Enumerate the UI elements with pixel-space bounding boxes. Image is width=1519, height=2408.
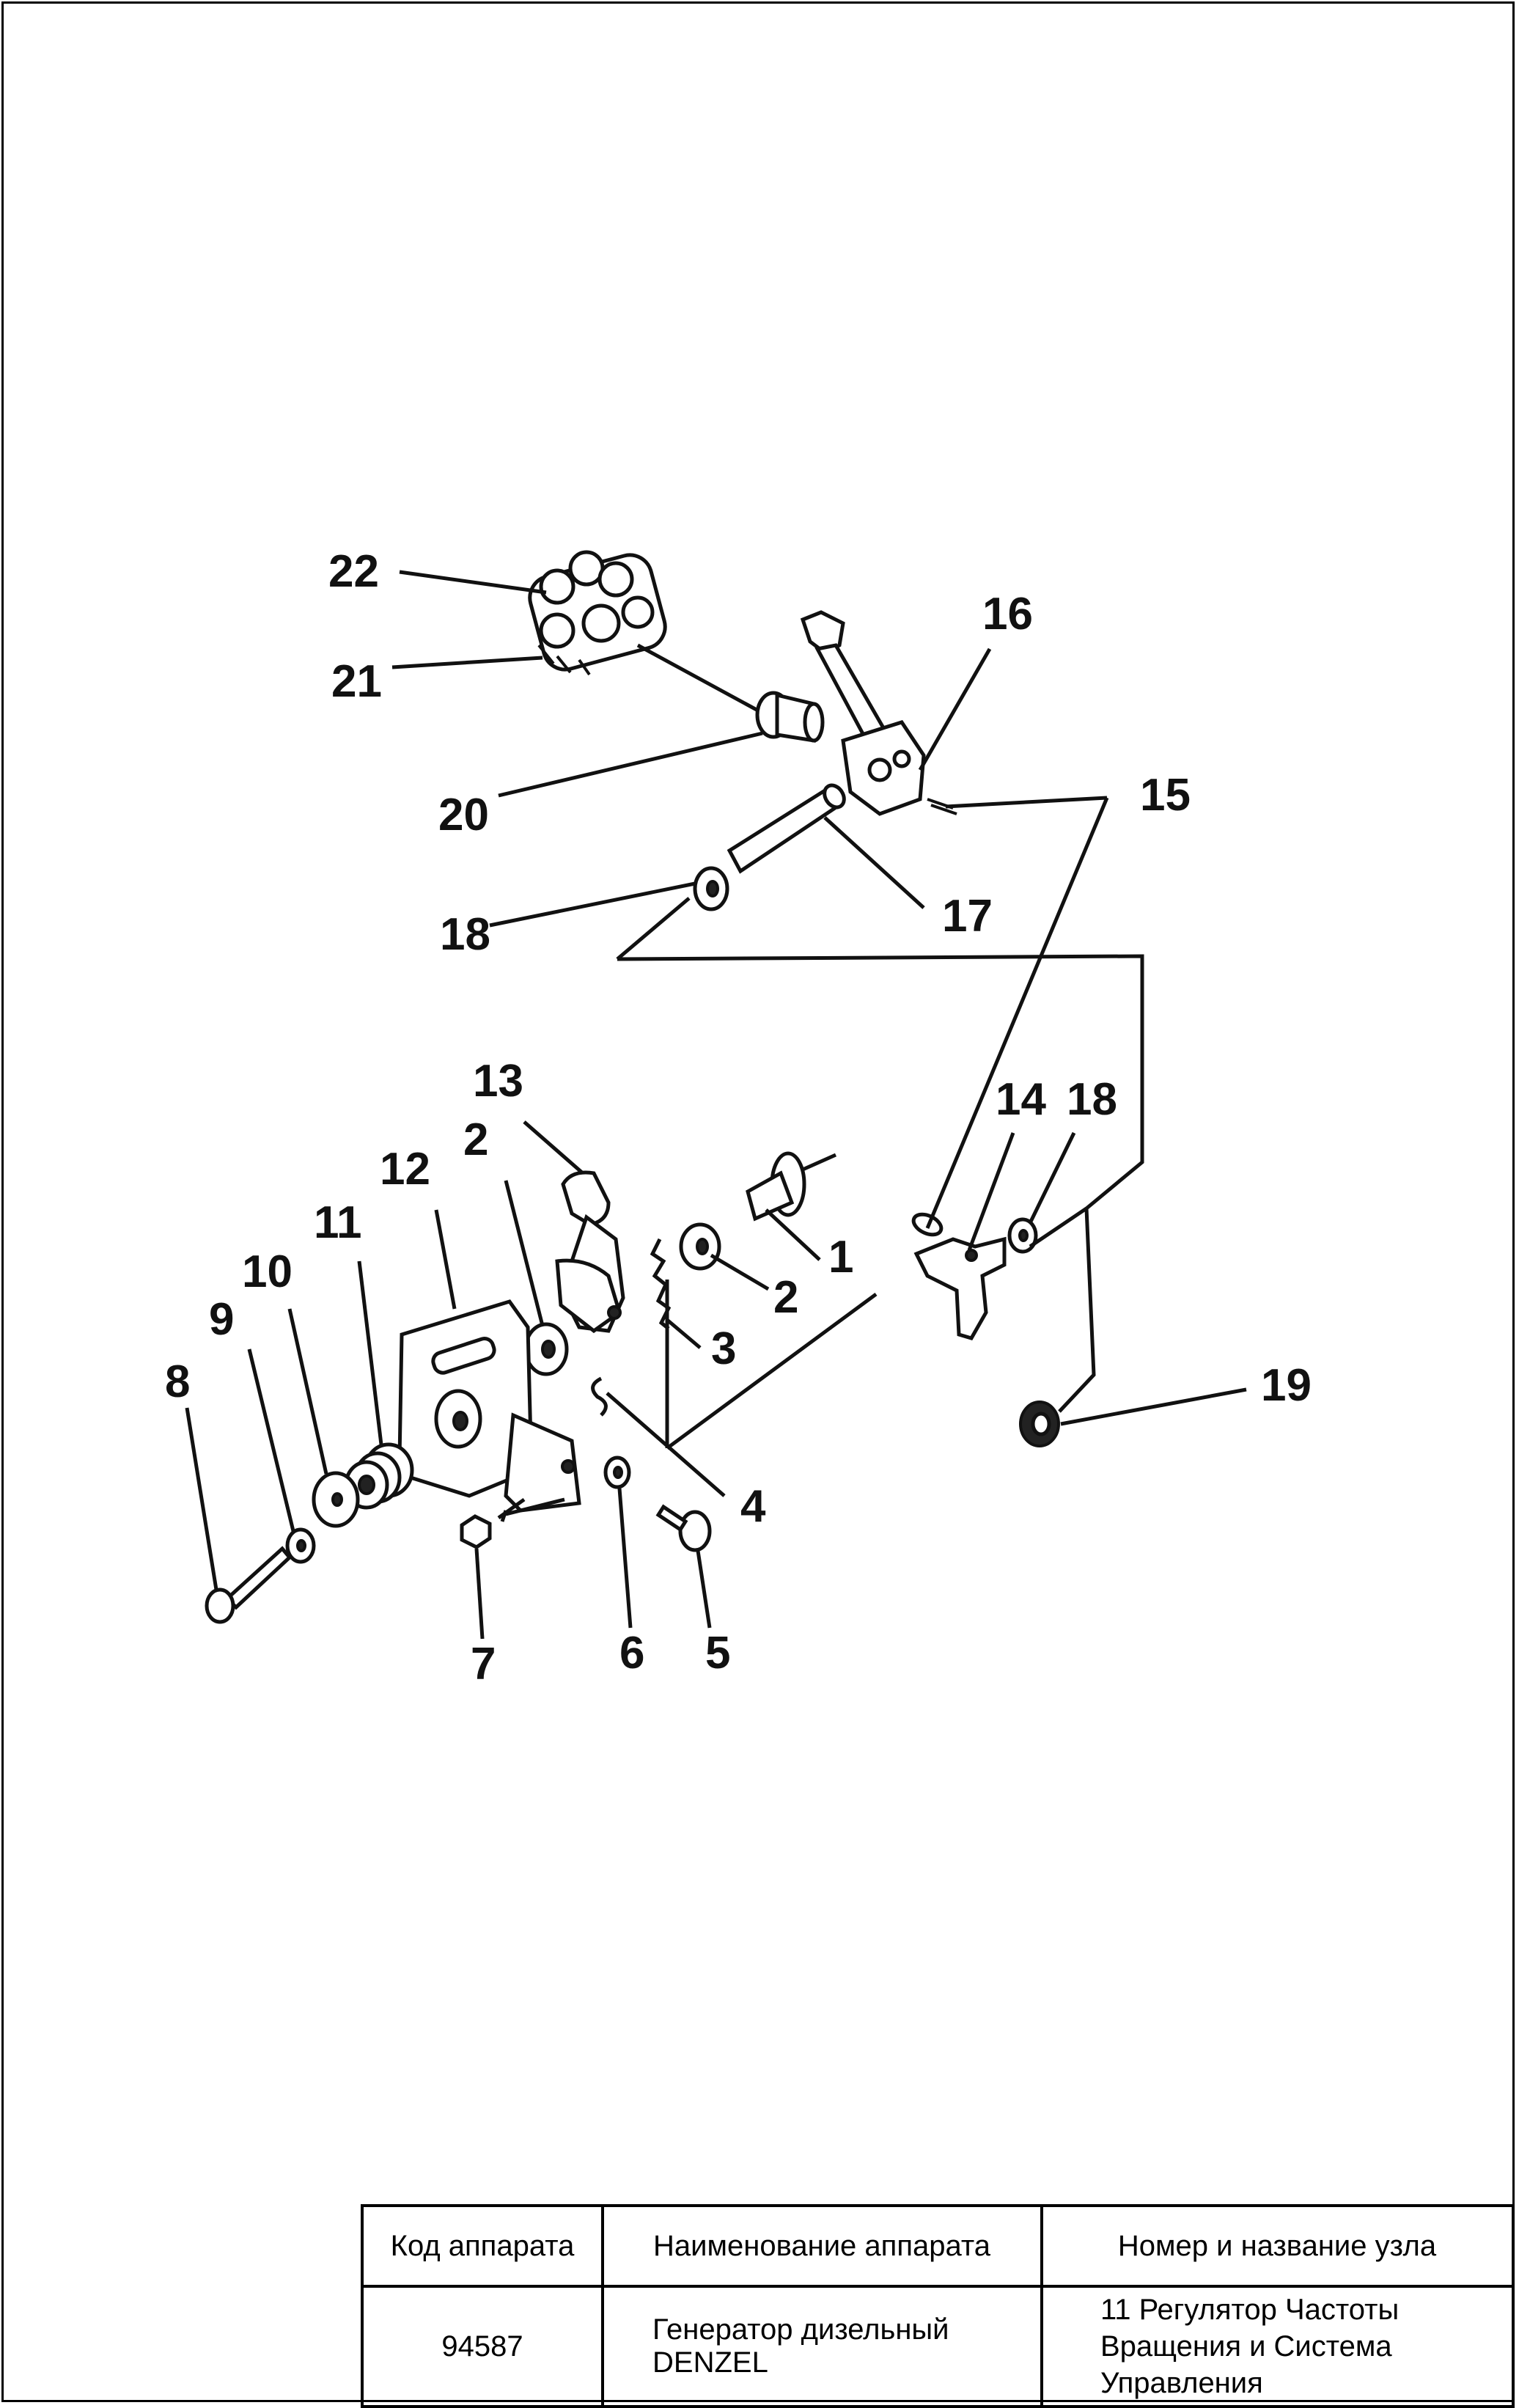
callout-15: 15: [1140, 770, 1191, 821]
title-block: Код аппарата Наименование аппарата Номер…: [361, 2204, 1515, 2408]
callout-18-lower: 18: [1067, 1074, 1117, 1125]
part-washer-left: [523, 1322, 569, 1376]
callout-18-upper: 18: [440, 909, 490, 960]
callout-7: 7: [471, 1639, 496, 1689]
callout-8: 8: [165, 1357, 190, 1407]
part-washer-right: [679, 1222, 721, 1271]
callout-20: 20: [438, 790, 489, 840]
callout-10: 10: [242, 1247, 293, 1297]
callout-19: 19: [1261, 1360, 1312, 1411]
part-nut-19: [1019, 1401, 1060, 1447]
part-washer-upper: [693, 866, 729, 911]
device-code: 94587: [361, 2285, 604, 2408]
callout-5: 5: [705, 1628, 730, 1678]
callout-14: 14: [996, 1074, 1046, 1125]
device-name: Генератор дизельный DENZEL: [601, 2285, 1043, 2408]
leader-lines: [185, 570, 1247, 1640]
part-governor-shaft: [727, 783, 846, 874]
part-bolt-7: [460, 1497, 526, 1549]
part-governor-weight-assembly: [528, 550, 667, 676]
callout-12: 12: [380, 1144, 430, 1194]
unit-name: 11 Регулятор Частоты Вращения и Система …: [1040, 2285, 1515, 2408]
callout-13: 13: [473, 1056, 523, 1106]
part-governor-spring: [344, 1442, 414, 1510]
part-control-arm: [913, 1236, 1007, 1340]
part-shaft-bolt: [746, 1151, 837, 1222]
header-device-code: Код аппарата: [361, 2204, 604, 2288]
callout-2-right: 2: [773, 1272, 798, 1323]
part-control-lever-plate: [555, 1170, 625, 1334]
header-device-name: Наименование аппарата: [601, 2204, 1043, 2288]
part-adjust-bolt: [205, 1546, 293, 1624]
assembly-lines: [505, 797, 1144, 1516]
callout-2-left: 2: [463, 1115, 488, 1165]
part-clip: [591, 1376, 608, 1417]
callout-17: 17: [942, 891, 993, 941]
part-nut-6: [603, 1456, 631, 1489]
callout-21: 21: [331, 656, 382, 707]
callout-1: 1: [828, 1232, 853, 1282]
callout-3: 3: [711, 1324, 736, 1374]
exploded-parts-diagram: 22 21 20 16 15 17 18 13 2 12 11 10 9 8 1…: [165, 546, 1312, 1689]
part-washer-lower: [1007, 1217, 1038, 1254]
header-unit-name: Номер и название узла: [1040, 2204, 1515, 2288]
callouts: 22 21 20 16 15 17 18 13 2 12 11 10 9 8 1…: [165, 546, 1312, 1689]
callout-9: 9: [209, 1294, 234, 1345]
callout-16: 16: [982, 589, 1033, 639]
part-washer-10: [312, 1471, 360, 1528]
callout-6: 6: [619, 1628, 644, 1678]
part-governor-lever: [800, 610, 926, 816]
callout-22: 22: [328, 546, 379, 597]
callout-4: 4: [740, 1481, 766, 1532]
part-sleeve: [755, 691, 825, 743]
callout-11: 11: [314, 1197, 362, 1248]
part-nut-9: [285, 1527, 316, 1564]
part-screw-5: [655, 1504, 712, 1552]
